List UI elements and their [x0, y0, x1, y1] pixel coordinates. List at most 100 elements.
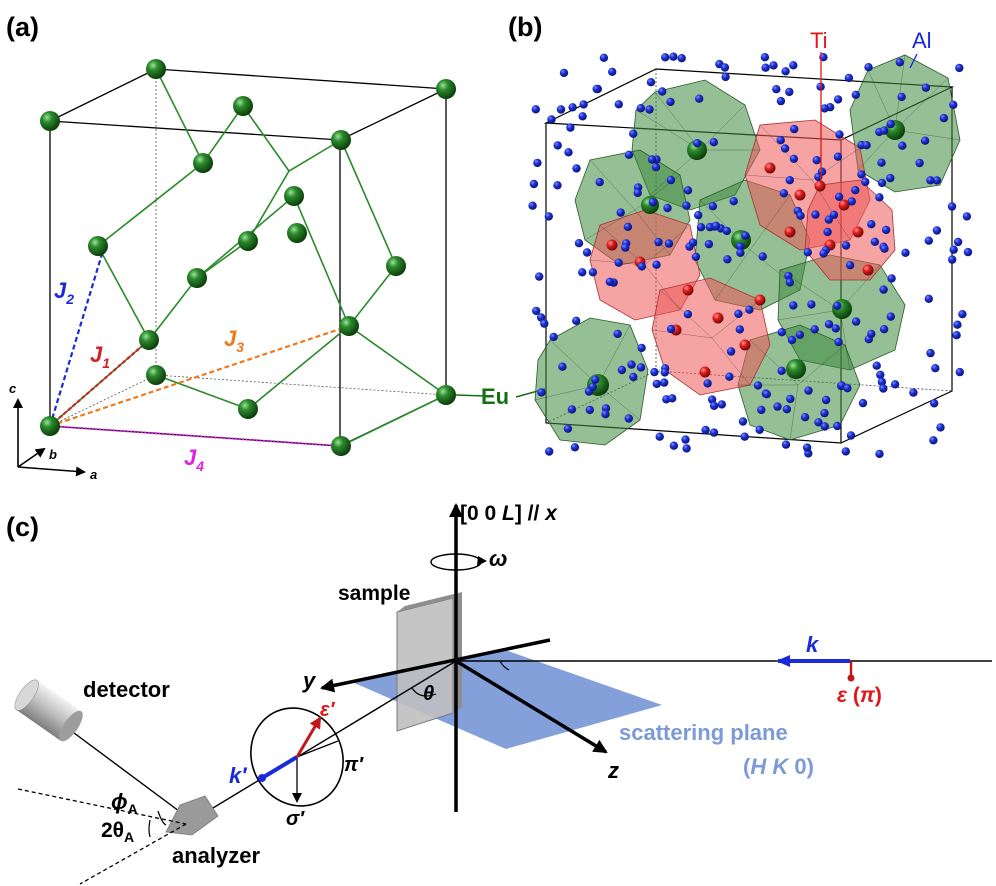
al-atom	[789, 301, 798, 310]
z-axis-label: z	[607, 758, 619, 783]
al-atom	[529, 179, 539, 189]
al-atom	[867, 329, 876, 339]
al-atom	[652, 379, 661, 389]
epsilon-dot	[847, 674, 855, 682]
al-atom	[709, 138, 718, 147]
axis-c-label: c	[9, 381, 17, 396]
al-atom	[784, 271, 793, 281]
al-atom	[650, 367, 659, 377]
panel-a-label: (a)	[6, 12, 39, 42]
al-atom	[694, 211, 703, 220]
al-atom	[605, 277, 614, 286]
al-atom	[637, 262, 646, 271]
eu-atom	[233, 96, 253, 116]
ti-atom	[794, 189, 806, 201]
al-atom	[695, 94, 704, 103]
al-atom	[531, 105, 540, 114]
al-atom	[820, 408, 829, 418]
al-atom	[804, 386, 813, 395]
al-atom	[955, 63, 964, 73]
al-atom	[845, 261, 855, 270]
al-atom	[757, 405, 766, 415]
al-atom	[819, 249, 828, 258]
al-atom	[926, 348, 935, 358]
al-atom	[681, 435, 690, 444]
al-atom	[648, 198, 658, 207]
axis-label-00L-x: [0 0 L] // x	[460, 502, 558, 525]
al-atom	[851, 317, 861, 326]
al-atom	[879, 384, 888, 393]
al-atom	[814, 418, 823, 427]
al-atom	[691, 252, 701, 261]
al-atom	[535, 272, 544, 281]
al-atom	[877, 178, 887, 188]
al-atom	[669, 441, 679, 450]
al-atom	[789, 154, 799, 163]
eu-atom	[287, 223, 307, 243]
ti-atom	[838, 199, 850, 211]
al-atom	[688, 238, 698, 247]
al-atom	[955, 367, 964, 377]
al-atom	[711, 221, 721, 230]
al-atom	[627, 360, 636, 369]
epsilon-pi-label: ε (π)	[837, 684, 882, 707]
unit-cell-box	[47, 68, 449, 447]
al-atom	[787, 335, 797, 345]
al-atom	[846, 431, 856, 440]
pi-prime-vector	[296, 740, 339, 758]
eu-atom	[88, 236, 108, 256]
al-atom	[735, 325, 744, 334]
theta-arc-right	[499, 660, 510, 671]
analyzer-2theta-line	[79, 823, 187, 885]
al-atom	[544, 212, 553, 221]
al-atom	[666, 175, 676, 185]
j1-label: J1	[90, 342, 110, 371]
al-atom	[823, 227, 832, 237]
al-atom	[834, 337, 843, 347]
two-theta-arc	[148, 819, 151, 838]
eu-atom	[436, 385, 456, 405]
al-atom	[831, 324, 840, 333]
al-atom	[782, 405, 792, 414]
analyzer-reference-line	[17, 788, 187, 825]
al-atom	[790, 124, 799, 134]
al-atom	[663, 203, 672, 213]
eps-prime-vector	[295, 716, 322, 758]
al-atom	[929, 436, 938, 445]
al-atom	[636, 104, 645, 113]
al-atom	[851, 90, 860, 100]
al-atom	[802, 443, 812, 452]
al-atom	[717, 400, 726, 409]
al-atom	[953, 237, 963, 247]
al-atom	[958, 310, 967, 319]
al-atom	[833, 421, 842, 431]
al-atom	[578, 112, 587, 121]
al-atom	[833, 152, 843, 161]
al-atom	[729, 197, 738, 206]
al-atom	[599, 53, 609, 62]
al-atom	[851, 185, 860, 195]
al-atom	[601, 410, 610, 419]
panel-c-scattering-geometry: (c) ω [0 0 L] // x sample θ y z	[6, 502, 992, 885]
al-atom	[890, 380, 900, 389]
al-atom	[785, 87, 794, 97]
al-atom	[948, 255, 957, 264]
al-atom	[761, 63, 770, 72]
al-atom	[785, 278, 794, 287]
al-atom	[726, 347, 736, 356]
ti-atom	[764, 162, 776, 174]
al-atom	[939, 113, 949, 123]
sample-plate-edge	[397, 592, 462, 612]
al-atom	[540, 319, 549, 328]
eu-atom	[331, 130, 351, 150]
al-atom	[879, 325, 889, 334]
al-atom	[858, 398, 868, 408]
al-atom	[841, 241, 851, 250]
al-atom	[725, 372, 734, 381]
j3-line	[49, 324, 350, 428]
al-label: Al	[912, 28, 932, 53]
al-atom	[617, 365, 627, 375]
phi-A-label: ϕA	[111, 789, 138, 817]
j2-label: J2	[54, 278, 74, 307]
